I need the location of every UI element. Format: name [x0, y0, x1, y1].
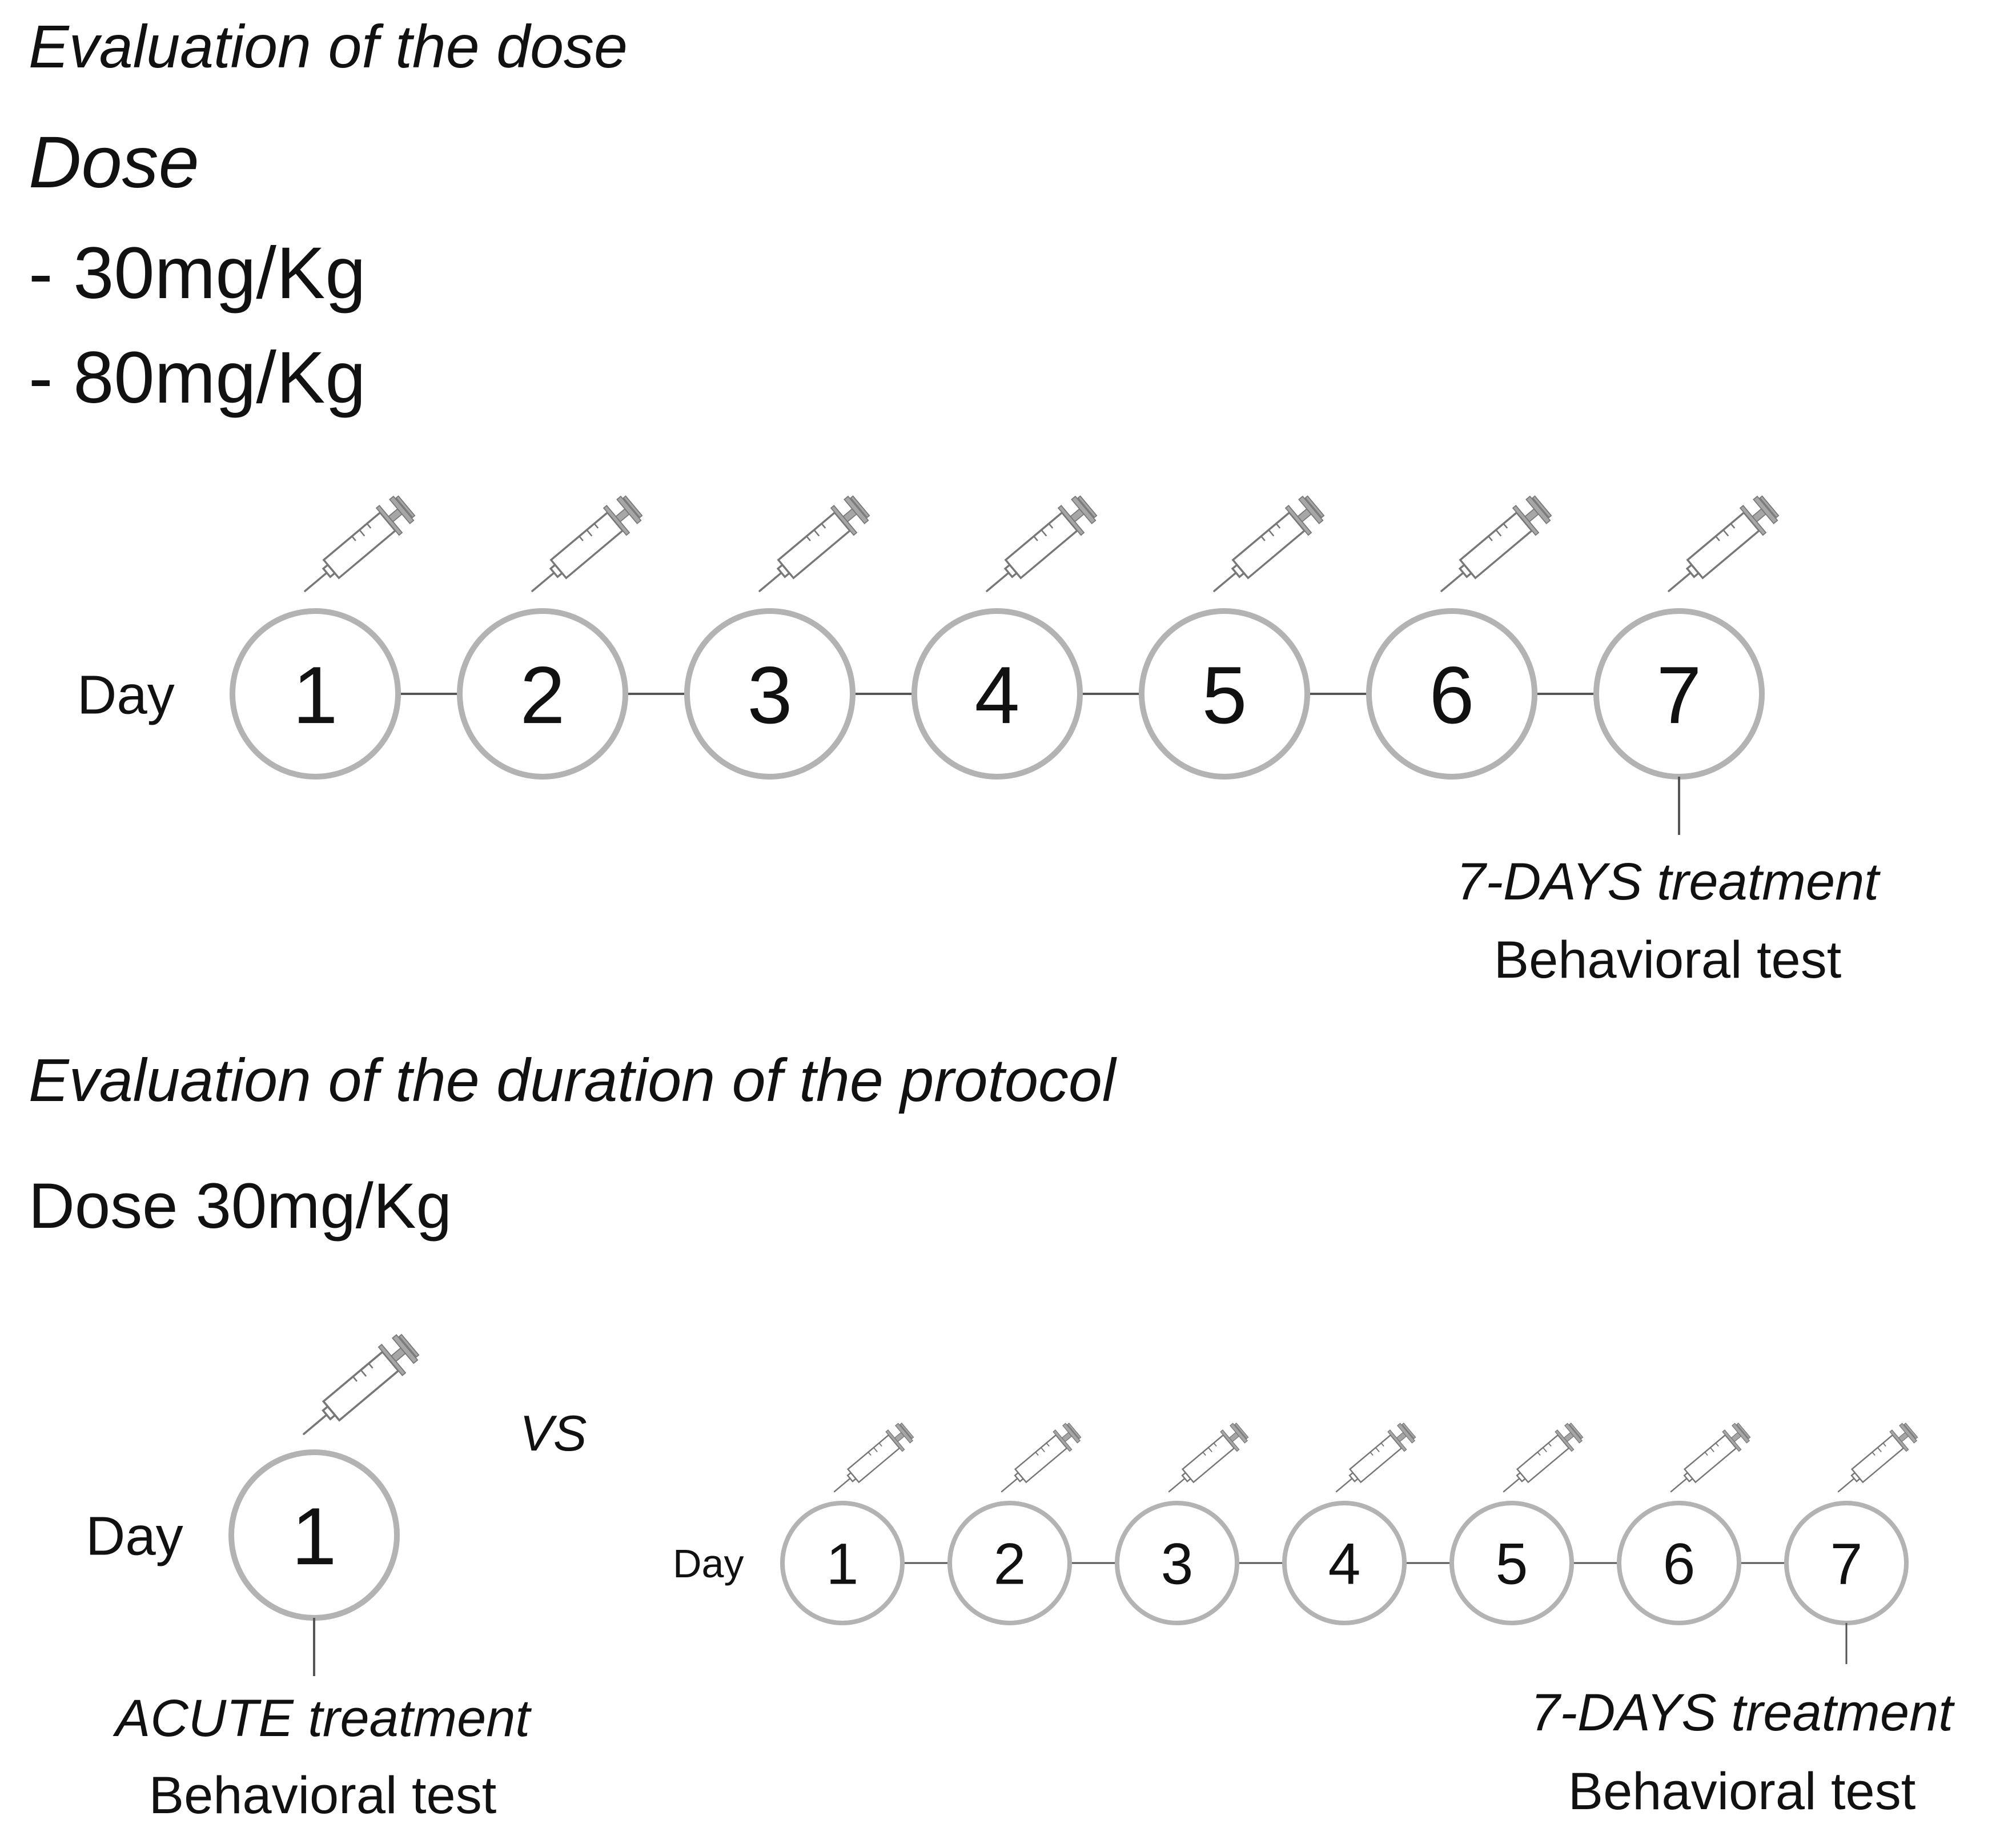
day-number: 4 — [975, 650, 1020, 741]
day-label: Day — [673, 1541, 744, 1586]
day-circle — [1366, 608, 1537, 780]
syringe-icon — [1837, 1423, 1918, 1493]
day-circle — [230, 608, 401, 780]
day-number: 3 — [1161, 1532, 1194, 1597]
vs-label: VS — [520, 1405, 587, 1461]
day-number: 1 — [292, 1491, 337, 1582]
day-number: 5 — [1496, 1532, 1528, 1597]
day-circle — [911, 608, 1083, 780]
dose-item-1: - 30mg/Kg — [29, 232, 366, 314]
syringe-icon — [833, 1423, 914, 1493]
syringe-icon — [303, 1333, 420, 1435]
day-circle — [1115, 1501, 1239, 1625]
day-circle — [457, 608, 628, 780]
day-number: 1 — [826, 1532, 859, 1597]
syringe-icon — [1213, 495, 1325, 592]
day-circle — [684, 608, 856, 780]
day-number: 1 — [293, 650, 338, 741]
syringe-icon — [1670, 1423, 1751, 1493]
syringe-icon — [986, 495, 1098, 592]
day-number: 5 — [1202, 650, 1247, 741]
syringe-icon — [531, 495, 643, 592]
section2-dose: Dose 30mg/Kg — [29, 1170, 452, 1242]
day-number: 2 — [994, 1532, 1026, 1597]
behavioral-test-note: Behavioral test — [149, 1766, 497, 1825]
behavioral-test-note: Behavioral test — [1568, 1762, 1916, 1821]
treatment-note: 7-DAYS treatment — [1531, 1684, 1955, 1742]
day-label: Day — [86, 1506, 183, 1567]
dose-item-2: - 80mg/Kg — [29, 337, 366, 419]
day-circle — [1449, 1501, 1574, 1625]
day-number: 3 — [748, 650, 793, 741]
section1-title: Evaluation of the dose — [29, 13, 628, 81]
day-number: 7 — [1830, 1532, 1863, 1597]
syringe-icon — [1001, 1423, 1082, 1493]
day-circle — [1282, 1501, 1407, 1625]
syringe-icon — [1440, 495, 1552, 592]
day-circle — [947, 1501, 1072, 1625]
dose-heading: Dose — [29, 122, 199, 203]
day-circle — [1617, 1501, 1741, 1625]
syringe-icon — [1668, 495, 1780, 592]
treatment-note: ACUTE treatment — [113, 1689, 532, 1747]
day-number: 7 — [1657, 650, 1702, 741]
day-circle — [1139, 608, 1310, 780]
day-number: 2 — [520, 650, 565, 741]
day-circle — [780, 1501, 905, 1625]
behavioral-test-note: Behavioral test — [1494, 931, 1842, 989]
day-number: 6 — [1429, 650, 1475, 741]
day-number: 4 — [1328, 1532, 1361, 1597]
day-label: Day — [77, 665, 175, 726]
day-number: 6 — [1663, 1532, 1696, 1597]
treatment-note: 7-DAYS treatment — [1456, 853, 1881, 911]
syringe-icon — [1503, 1423, 1584, 1493]
syringe-icon — [1168, 1423, 1249, 1493]
syringe-icon — [304, 495, 416, 592]
section2-title: Evaluation of the duration of the protoc… — [29, 1047, 1117, 1114]
syringe-icon — [758, 495, 870, 592]
syringe-icon — [1335, 1423, 1416, 1493]
